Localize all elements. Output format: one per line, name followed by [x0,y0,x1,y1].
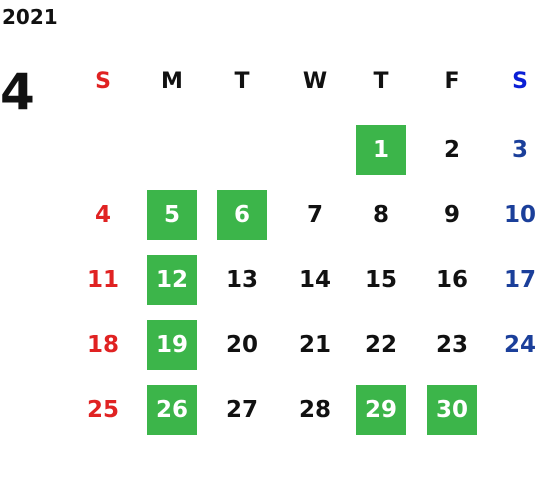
day-cell-24[interactable]: 24 [503,332,536,358]
day-cell-17[interactable]: 17 [503,267,536,293]
day-cell-15[interactable]: 15 [364,267,397,293]
weekday-header-mon: M [161,69,183,94]
day-cell-19[interactable]: 19 [147,320,197,370]
year-label: 2021 [2,5,58,29]
day-cell-16[interactable]: 16 [435,267,468,293]
weekday-header-tue: T [234,69,250,94]
day-cell-12[interactable]: 12 [147,255,197,305]
day-cell-25[interactable]: 25 [86,397,119,423]
day-cell-7[interactable]: 7 [306,202,323,228]
day-cell-14[interactable]: 14 [298,267,331,293]
weekday-header-sat: S [512,69,528,94]
day-cell-28[interactable]: 28 [298,397,331,423]
day-cell-2[interactable]: 2 [443,137,460,163]
day-cell-29[interactable]: 29 [356,385,406,435]
day-cell-9[interactable]: 9 [443,202,460,228]
day-cell-8[interactable]: 8 [372,202,389,228]
day-cell-11[interactable]: 11 [86,267,119,293]
day-cell-21[interactable]: 21 [298,332,331,358]
day-cell-27[interactable]: 27 [225,397,258,423]
weekday-header-wed: W [302,69,328,94]
month-label: 4 [0,63,35,121]
day-cell-6[interactable]: 6 [217,190,267,240]
day-cell-22[interactable]: 22 [364,332,397,358]
day-cell-4[interactable]: 4 [94,202,111,228]
weekday-header-thu: T [373,69,389,94]
day-cell-30[interactable]: 30 [427,385,477,435]
day-cell-26[interactable]: 26 [147,385,197,435]
day-cell-3[interactable]: 3 [511,137,528,163]
day-cell-20[interactable]: 20 [225,332,258,358]
weekday-header-fri: F [444,69,460,94]
weekday-header-sun: S [95,69,111,94]
day-cell-18[interactable]: 18 [86,332,119,358]
day-cell-13[interactable]: 13 [225,267,258,293]
day-cell-23[interactable]: 23 [435,332,468,358]
day-cell-5[interactable]: 5 [147,190,197,240]
day-cell-1[interactable]: 1 [356,125,406,175]
day-cell-10[interactable]: 10 [503,202,536,228]
